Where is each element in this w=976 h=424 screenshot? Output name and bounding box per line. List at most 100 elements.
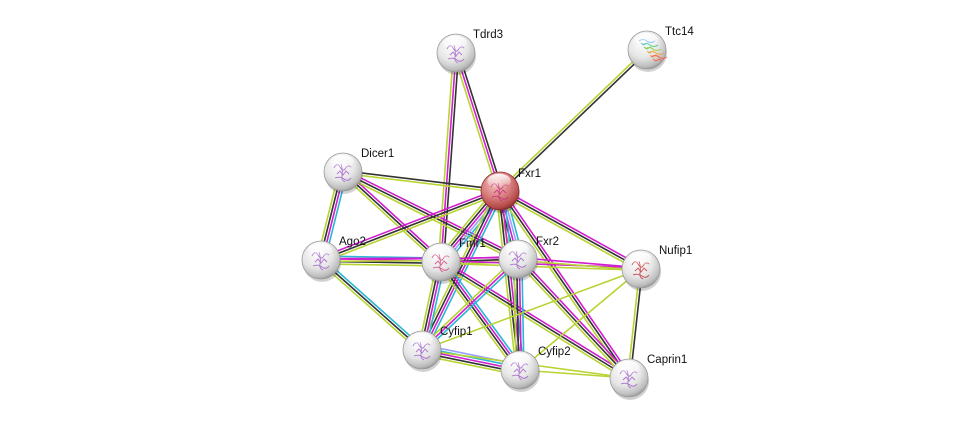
edge-line-textmining <box>437 52 455 262</box>
edge-fxr1-nufip1[interactable] <box>498 188 643 272</box>
node-highlight <box>443 35 467 51</box>
edge-dicer1-fmr1[interactable] <box>340 169 444 265</box>
edge-fmr1-cyfip2[interactable] <box>437 259 524 373</box>
edge-line-textmining <box>498 48 647 191</box>
edge-line-textmining <box>419 256 517 349</box>
edge-ago2-fxr1[interactable] <box>319 187 502 264</box>
node-highlight <box>505 241 529 257</box>
edge-line-coexpression <box>342 171 442 263</box>
edge-line-experimental <box>344 169 444 261</box>
edge-line-textmining <box>437 263 518 373</box>
protein-structure-icon <box>333 163 352 183</box>
edge-line-coexpression <box>517 258 630 379</box>
node-label: Fmr1 <box>459 238 486 250</box>
edge-line-experimental <box>441 259 631 377</box>
edges-layer <box>316 48 649 381</box>
edge-line-textmining <box>321 192 502 264</box>
edge-fmr1-nufip1[interactable] <box>440 259 642 272</box>
edge-line-experimental <box>501 189 632 377</box>
node-highlight <box>616 360 640 376</box>
node-highlight <box>308 242 332 258</box>
edge-line-coexpression <box>499 190 642 270</box>
edge-line-experimental <box>455 52 501 192</box>
edge-fxr2-caprin1[interactable] <box>515 256 632 381</box>
edge-line-coexpression <box>440 261 630 379</box>
edge-line-experimental <box>441 260 522 370</box>
edge-line-coexpression <box>457 51 504 191</box>
edge-line-experimental <box>519 256 632 377</box>
protein-structure-icon <box>446 44 465 64</box>
edge-line-textmining <box>519 268 642 371</box>
node-caprin1[interactable]: Caprin1 <box>609 354 687 400</box>
edge-line-experimental <box>421 258 519 351</box>
node-highlight <box>507 352 531 368</box>
node-label: Ttc14 <box>665 26 694 38</box>
node-fmr1[interactable]: Fmr1 <box>421 238 486 284</box>
node-highlight <box>330 154 354 170</box>
node-label: Fxr2 <box>536 236 559 248</box>
edge-line-textmining <box>517 259 641 272</box>
edge-line-textmining <box>439 263 629 381</box>
edge-line-textmining <box>318 261 421 353</box>
edge-line-coexpression <box>499 190 630 379</box>
edge-line-textmining <box>421 268 642 351</box>
edge-fxr2-nufip1[interactable] <box>517 256 642 272</box>
node-label: Tdrd3 <box>473 29 503 41</box>
node-label: Nufip1 <box>659 245 692 257</box>
edge-line-experimental <box>518 256 642 269</box>
node-highlight <box>487 173 511 189</box>
edge-fxr2-cyfip1[interactable] <box>419 256 521 353</box>
edge-line-textmining <box>498 192 641 272</box>
protein-structure-icon <box>631 260 650 280</box>
node-label: Cyfip1 <box>440 326 473 338</box>
protein-structure-icon <box>311 251 330 271</box>
edge-line-textmining <box>440 262 641 272</box>
node-label: Cyfip2 <box>538 346 571 358</box>
edge-line-coexpression <box>442 53 460 263</box>
edge-nufip1-cyfip2[interactable] <box>519 268 642 371</box>
edge-line-experimental <box>441 259 642 269</box>
edge-line-coexpression <box>320 259 423 351</box>
edge-line-experimental <box>500 188 643 268</box>
node-ago2[interactable]: Ago2 <box>301 236 366 282</box>
protein-structure-icon <box>619 369 638 389</box>
node-tdrd3[interactable]: Tdrd3 <box>436 29 503 75</box>
node-highlight <box>409 332 433 348</box>
edge-line-database <box>423 260 521 353</box>
edge-line-database <box>424 192 505 353</box>
node-fxr2[interactable]: Fxr2 <box>498 236 559 281</box>
edge-line-textmining <box>340 173 440 265</box>
edge-line-coexpression <box>500 50 649 193</box>
node-cyfip1[interactable]: Cyfip1 <box>402 326 473 372</box>
edge-dicer1-fxr1[interactable] <box>342 169 501 194</box>
edge-line-experimental <box>319 187 500 259</box>
edge-line-experimental <box>440 52 457 263</box>
edge-line-experimental <box>343 168 520 258</box>
node-highlight <box>428 244 452 260</box>
protein-structure-icon <box>490 182 509 202</box>
node-fxr1[interactable]: Fxr1 <box>480 168 541 213</box>
edge-ago2-cyfip1[interactable] <box>318 257 425 353</box>
node-highlight <box>628 251 652 267</box>
edge-line-textmining <box>452 53 499 193</box>
edge-line-textmining <box>342 172 500 194</box>
edge-tdrd3-fmr1[interactable] <box>437 52 460 263</box>
edge-nufip1-cyfip1[interactable] <box>421 268 642 351</box>
edge-tdrd3-fxr1[interactable] <box>452 51 504 193</box>
node-label: Fxr1 <box>518 168 541 180</box>
node-dicer1[interactable]: Dicer1 <box>323 148 394 194</box>
edge-line-textmining <box>515 260 628 381</box>
node-label: Ago2 <box>339 236 366 248</box>
edge-fmr1-caprin1[interactable] <box>439 259 631 381</box>
protein-structure-icon <box>508 250 527 270</box>
edge-line-textmining <box>495 191 517 371</box>
edge-line-coexpression <box>343 169 501 191</box>
node-cyfip2[interactable]: Cyfip2 <box>500 346 571 392</box>
edge-line-database <box>443 259 524 369</box>
edge-line-textmining <box>320 263 441 267</box>
edge-ttc14-fxr1[interactable] <box>498 48 649 193</box>
node-ttc14[interactable]: Ttc14 <box>627 26 694 72</box>
node-nufip1[interactable]: Nufip1 <box>621 245 692 291</box>
